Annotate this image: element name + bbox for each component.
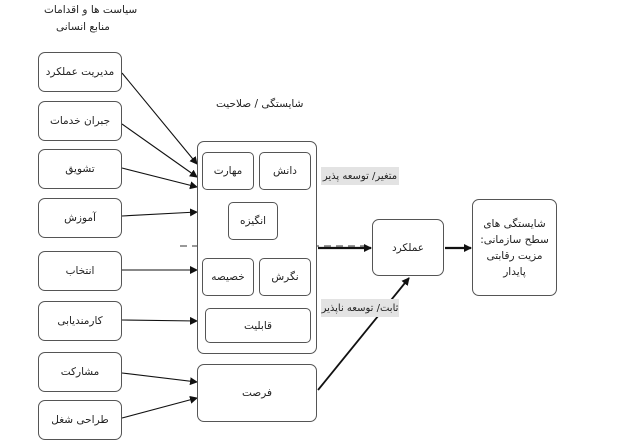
arrow-opportunity-performance: [317, 277, 410, 391]
header-line-1: سیاست ها و اقدامات: [44, 4, 138, 16]
box-compensation: جبران خدمات: [38, 101, 122, 141]
header-line-2: منابع انسانی: [56, 21, 110, 33]
box-label: تشویق: [65, 163, 95, 175]
box-attitude: نگرش: [259, 258, 311, 296]
box-knowledge: دانش: [259, 152, 311, 190]
box-label: قابلیت: [243, 319, 273, 332]
box-label: جبران خدمات: [49, 115, 111, 127]
box-label: طراحی شغل: [51, 414, 109, 426]
label-variable: متغیر/ توسعه پذیر: [321, 167, 399, 185]
box-label: خصیصه: [211, 271, 245, 283]
box-label: آموزش: [64, 212, 96, 224]
box-label: کارمندیابی: [57, 315, 103, 327]
arrow-performance-management: [121, 72, 198, 165]
box-label: عملکرد: [391, 241, 425, 254]
box-trait: خصیصه: [202, 258, 254, 296]
box-label: دانش: [273, 165, 297, 177]
box-label: فرصت: [241, 387, 273, 399]
arrow-compensation: [121, 123, 198, 178]
box-incentive: تشویق: [38, 149, 122, 189]
box-label: مدیریت عملکرد: [45, 66, 115, 78]
arrow-training: [121, 208, 198, 217]
outcome-line: شایستگی های: [483, 217, 546, 230]
box-label: مشارکت: [60, 366, 100, 378]
box-job-design: طراحی شغل: [38, 400, 122, 440]
box-skill: مهارت: [202, 152, 254, 190]
competence-title: شایستگی / صلاحیت: [216, 98, 304, 110]
arrow-recruitment: [121, 316, 198, 325]
box-ability: قابلیت: [205, 308, 311, 343]
box-motivation: انگیزه: [228, 202, 278, 240]
box-opportunity: فرصت: [197, 364, 317, 422]
outcome-line: پایدار: [503, 265, 526, 278]
box-participation: مشارکت: [38, 352, 122, 392]
box-performance: عملکرد: [372, 219, 444, 276]
arrow-participation: [121, 372, 198, 386]
arrow-incentive: [121, 167, 198, 190]
label-fixed: ثابت/ توسعه ناپذیر: [321, 299, 399, 317]
box-label: مهارت: [213, 165, 243, 177]
box-label: انگیزه: [239, 215, 267, 227]
box-training: آموزش: [38, 198, 122, 238]
box-label: نگرش: [271, 271, 299, 283]
outcome-line: مزیت رقابتی: [486, 249, 543, 262]
box-selection: انتخاب: [38, 251, 122, 291]
box-performance-management: مدیریت عملکرد: [38, 52, 122, 92]
outcome-line: سطح سازمانی:: [480, 233, 549, 246]
box-label: انتخاب: [65, 265, 95, 277]
box-outcome: شایستگی های سطح سازمانی: مزیت رقابتی پای…: [472, 199, 557, 296]
box-recruitment: کارمندیابی: [38, 301, 122, 341]
arrow-job-design: [121, 395, 198, 419]
